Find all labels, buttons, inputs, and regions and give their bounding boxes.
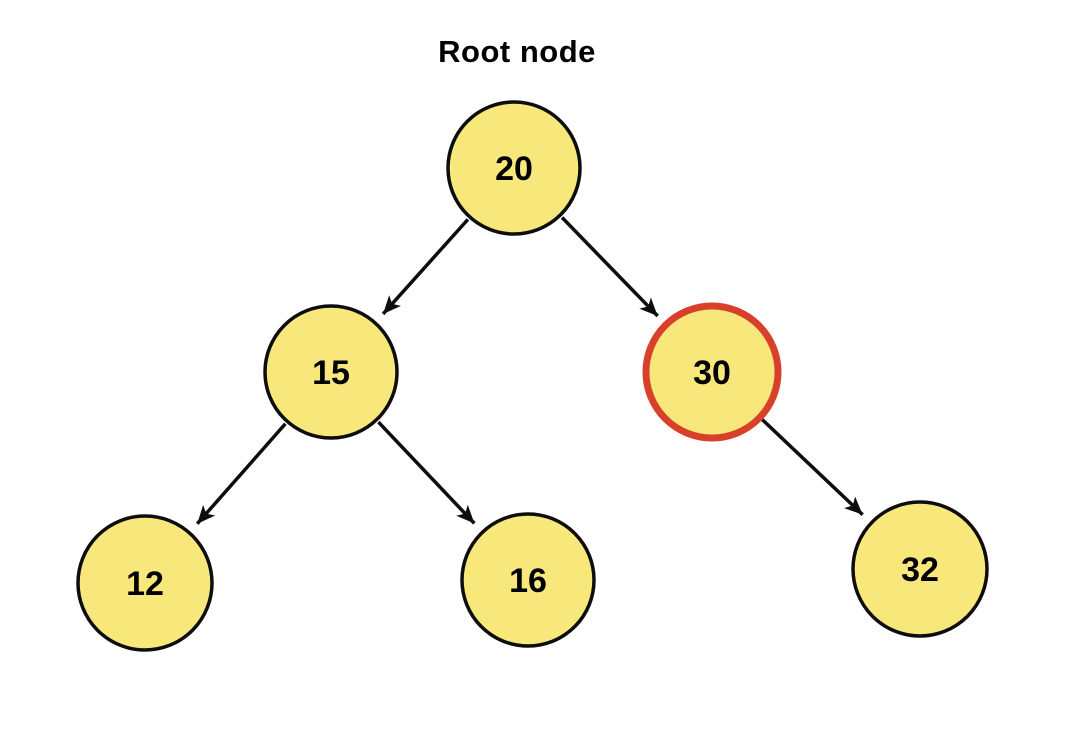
tree-node-15: 15 <box>263 304 399 440</box>
node-circle <box>851 500 989 638</box>
tree-edge-20-15 <box>381 218 470 316</box>
node-label: 15 <box>312 354 350 392</box>
node-circle <box>460 512 596 648</box>
node-label: 32 <box>901 551 939 589</box>
node-label: 20 <box>495 150 533 188</box>
node-label: 12 <box>126 565 164 603</box>
tree-edge-20-30 <box>560 216 659 318</box>
nodes-layer: 20 15 30 12 16 32 <box>76 100 989 652</box>
tree-edge-15-16 <box>377 420 476 525</box>
tree-node-32: 32 <box>851 500 989 638</box>
tree-node-12: 12 <box>76 514 214 652</box>
node-circle <box>76 514 214 652</box>
tree-node-16: 16 <box>460 512 596 648</box>
node-circle <box>263 304 399 440</box>
tree-node-30: 30 <box>642 302 782 442</box>
diagram-title: Root node <box>438 34 596 69</box>
node-label: 16 <box>509 562 547 600</box>
tree-edge-30-32 <box>760 418 864 516</box>
node-circle-highlighted <box>642 302 782 442</box>
edges-layer <box>195 216 864 525</box>
tree-node-20: 20 <box>446 100 582 236</box>
tree-edge-15-12 <box>195 422 287 525</box>
node-label: 30 <box>693 354 731 392</box>
node-circle <box>446 100 582 236</box>
